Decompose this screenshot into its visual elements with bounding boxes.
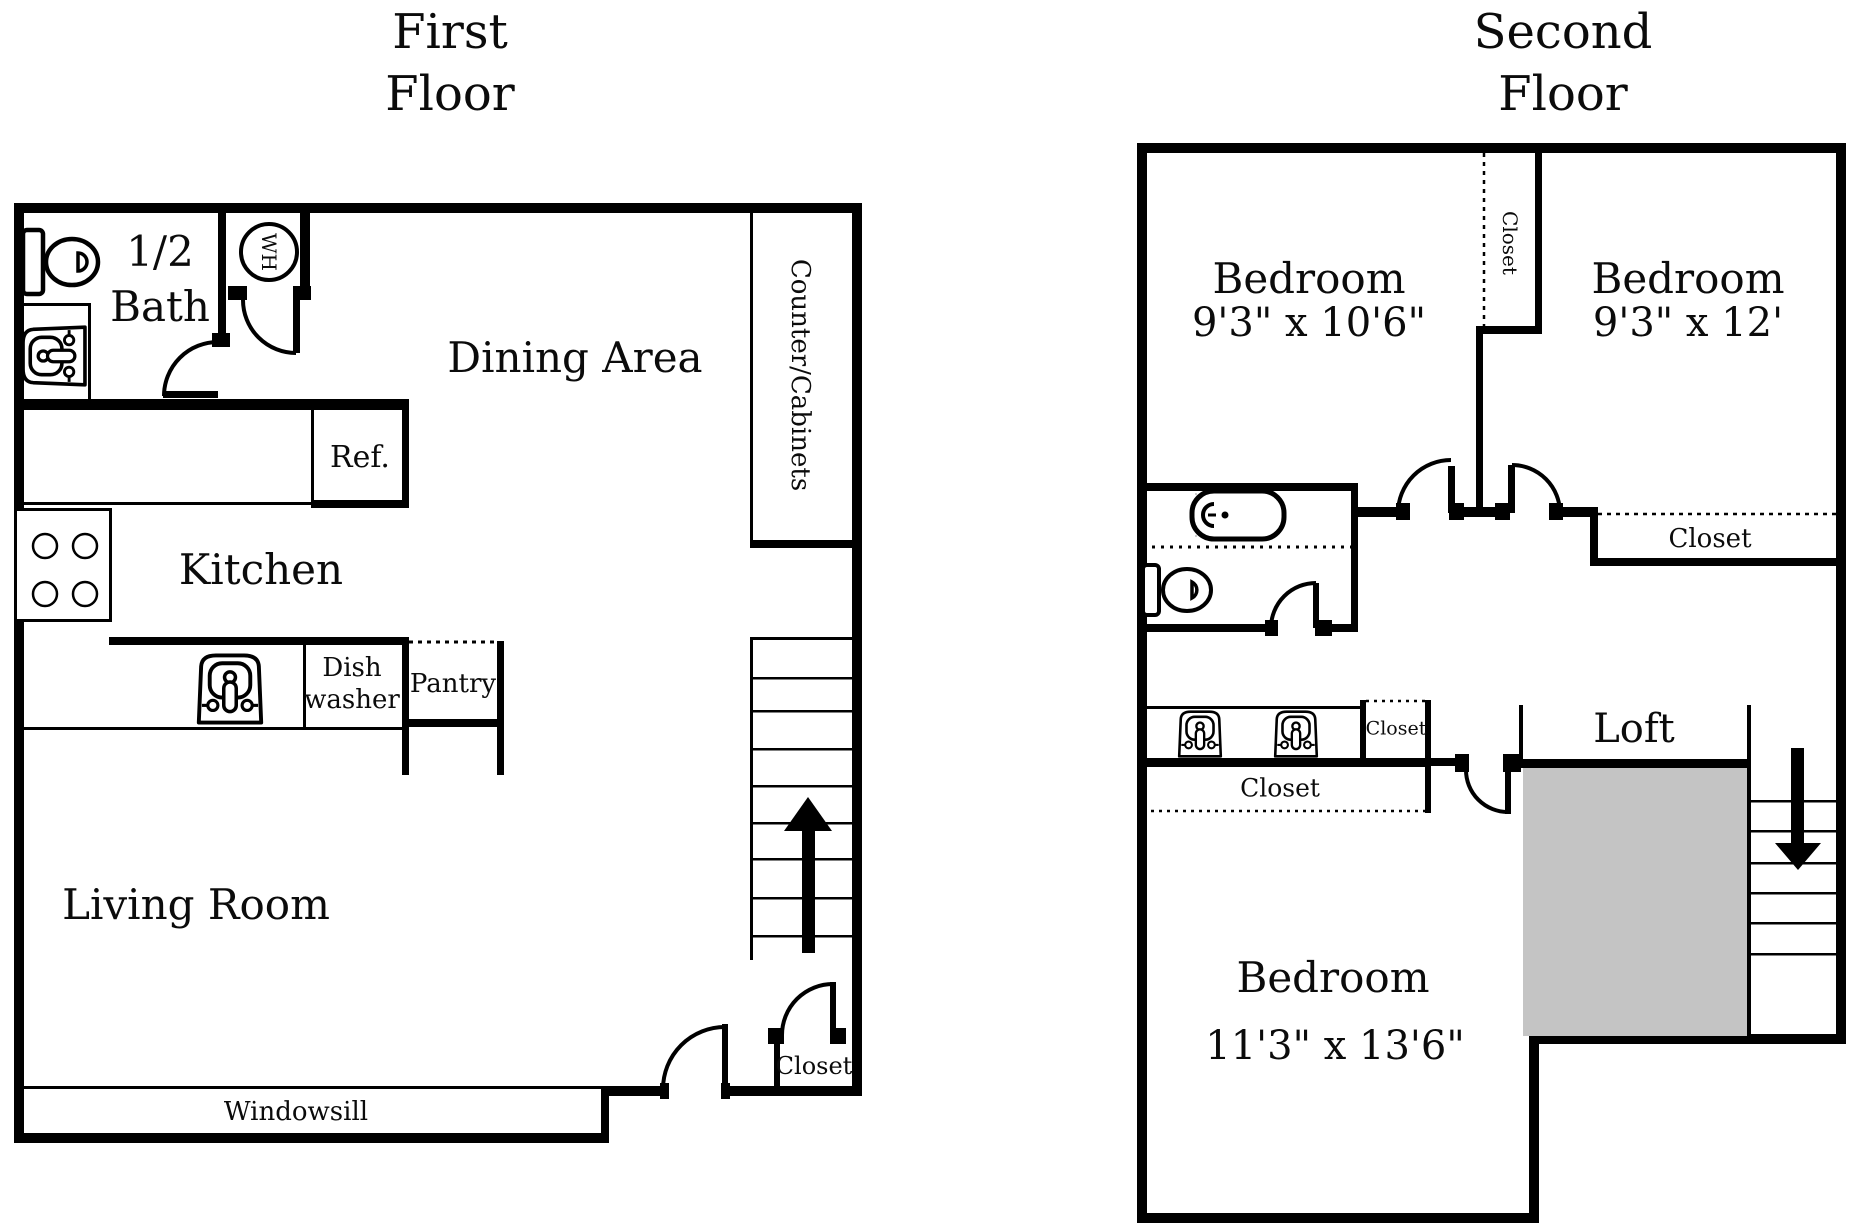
bedroom1-dims: 9'3" x 10'6" — [1191, 300, 1427, 346]
first-floor-title-line2: Floor — [385, 66, 515, 122]
first-floor-title-line1: First — [392, 4, 508, 60]
refrigerator-label: Ref. — [330, 440, 390, 475]
first-floor-outer-walls — [14, 203, 862, 1143]
hall-closet-walls — [1590, 512, 1846, 566]
stair-void — [1519, 705, 1751, 1036]
vanity-sink-left-icon — [1177, 710, 1223, 758]
up-arrow-icon — [784, 797, 832, 953]
bedroom2-door — [1508, 463, 1562, 514]
down-arrow-icon — [1775, 748, 1821, 870]
loft-label: Loft — [1593, 706, 1675, 752]
half-bath-door — [162, 340, 219, 398]
toilet-icon — [20, 227, 101, 297]
stove-icon — [14, 508, 112, 622]
bedroom2-label: Bedroom — [1591, 254, 1785, 303]
second-floor-outer-walls — [1137, 143, 1846, 1223]
dishwasher-label-line2: washer — [304, 685, 400, 715]
second-floor-toilet-icon — [1141, 563, 1213, 617]
kitchen-counter-walls — [19, 399, 409, 508]
first-floor-plan — [14, 203, 862, 1143]
counter-cabinets-walls — [750, 213, 862, 548]
bedroom1-door — [1396, 458, 1455, 514]
living-room-entry-door — [660, 1024, 730, 1099]
bedroom-partition-walls — [1351, 334, 1598, 566]
top-closet-walls — [1476, 153, 1542, 334]
bedroom1-label: Bedroom — [1212, 254, 1406, 303]
second-floor-bathroom-walls — [1137, 483, 1358, 636]
second-floor-bathroom-door — [1269, 581, 1319, 629]
water-heater-label: WH — [257, 233, 281, 271]
half-bath-label-line2: Bath — [110, 282, 210, 331]
kitchen-sink-icon — [196, 653, 264, 725]
second-floor-title-line1: Second — [1473, 4, 1653, 60]
bedroom3-closet-label: Closet — [1240, 773, 1320, 803]
first-floor-closet-label: Closet — [775, 1052, 853, 1080]
stairs-up — [750, 637, 852, 960]
half-bath-label-line1: 1/2 — [126, 227, 194, 276]
vanity-sink-right-icon — [1273, 710, 1319, 758]
windowsill-outline — [19, 1086, 601, 1089]
small-closet-label: Closet — [1365, 717, 1427, 740]
windowsill-label: Windowsill — [223, 1097, 369, 1127]
water-heater-closet-door — [241, 299, 300, 355]
second-floor-plan — [1137, 143, 1846, 1223]
second-floor-title-line2: Floor — [1498, 66, 1628, 122]
bathtub-icon — [1189, 488, 1287, 542]
kitchen-label: Kitchen — [178, 545, 344, 594]
bathroom-sink-icon — [21, 325, 87, 387]
top-closet-label: Closet — [1498, 211, 1522, 275]
water-heater-closet-walls — [228, 208, 311, 300]
bedroom3-door — [1431, 754, 1521, 814]
counter-cabinets-label: Counter/Cabinets — [785, 258, 815, 492]
hall-closet-label: Closet — [1668, 524, 1752, 554]
bedroom2-dims: 9'3" x 12' — [1592, 300, 1784, 346]
bedroom3-label: Bedroom — [1236, 953, 1430, 1002]
living-room-label: Living Room — [62, 880, 330, 929]
dishwasher-label-line1: Dish — [322, 653, 382, 683]
kitchen-peninsula-walls — [19, 637, 504, 775]
water-heater-icon — [239, 222, 299, 282]
vanity-walls — [1137, 699, 1431, 813]
dining-area-label: Dining Area — [447, 333, 703, 382]
pantry-label: Pantry — [409, 669, 497, 699]
first-floor-closet — [768, 982, 846, 1091]
bedroom3-dims: 11'3" x 13'6" — [1205, 1023, 1465, 1069]
